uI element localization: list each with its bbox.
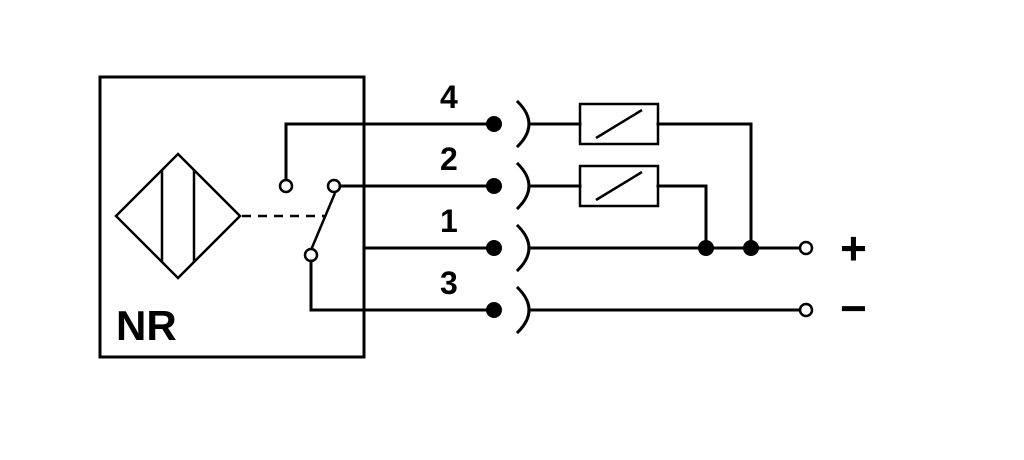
- connector-socket-icon: [515, 99, 531, 335]
- positive-terminal-icon: [798, 240, 814, 256]
- pin-3-terminal: [486, 302, 502, 318]
- pin-1-label: 1: [440, 203, 458, 239]
- junction-dot: [698, 240, 714, 256]
- inductive-sensor-icon: [114, 152, 242, 280]
- negative-supply-label: −: [840, 282, 867, 334]
- pin-4-terminal: [486, 116, 502, 132]
- negative-terminal-icon: [798, 302, 814, 318]
- sensor-housing: [98, 75, 366, 359]
- junction-dot: [743, 240, 759, 256]
- load-icon: [578, 164, 660, 208]
- positive-supply-label: +: [840, 222, 867, 274]
- pin-2-terminal: [486, 178, 502, 194]
- pin-1-terminal: [486, 240, 502, 256]
- pin-3-label: 3: [440, 265, 458, 301]
- sensor-label: NR: [116, 302, 177, 349]
- pin-4-label: 4: [440, 79, 458, 115]
- changeover-switch-icon: [278, 122, 342, 312]
- load-icon: [578, 102, 660, 146]
- pin-2-label: 2: [440, 141, 458, 177]
